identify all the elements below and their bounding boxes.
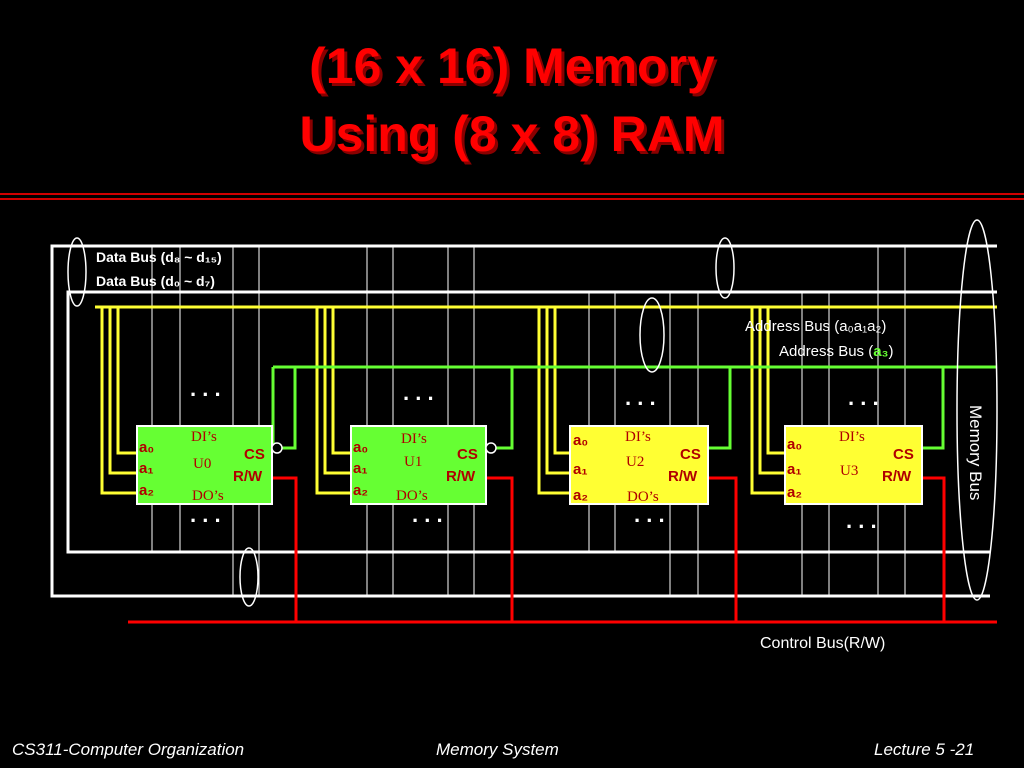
unit-label: U2 [626, 454, 644, 470]
rw-pin-label: R/W [233, 468, 263, 485]
unit-label: U3 [840, 463, 858, 479]
chip-u2-labels: a₀ a₁ a₂ DI’s U2 DO’s CS R/W [573, 429, 701, 505]
bus-crossing-markers [67, 219, 998, 607]
a1-pin-label: a₁ [787, 461, 802, 478]
cs-pin-label: CS [893, 446, 914, 463]
di-label: DI’s [191, 429, 217, 445]
chip-u0 [136, 425, 283, 505]
data-bus-low-label: Data Bus (d₀ ~ d₇) [96, 273, 215, 289]
ellipsis: . . . [625, 385, 656, 410]
rw-pin-label: R/W [882, 468, 912, 485]
cs-inverter-bubble [485, 442, 497, 454]
data-bus-high-label: Data Bus (d₈ ~ d₁₅) [96, 249, 222, 265]
di-label: DI’s [625, 429, 651, 445]
a1-pin-label: a₁ [573, 461, 588, 478]
chip-data-lines [151, 246, 906, 596]
address-bus-a3 [271, 365, 997, 450]
address-bus-a0a1a2-label: Address Bus (a₀a₁a₂) [745, 318, 886, 335]
slide-title-line-1: (16 x 16) Memory [309, 38, 715, 94]
a1-pin-label: a₁ [139, 460, 154, 477]
a0-pin-label: a₀ [573, 432, 588, 449]
do-label: DO’s [192, 488, 224, 504]
chip-u2 [569, 425, 709, 505]
footer-topic: Memory System [436, 740, 559, 759]
footer-course: CS311-Computer Organization [12, 740, 245, 759]
ellipsis: . . . [634, 502, 665, 527]
control-bus-label: Control Bus(R/W) [760, 635, 885, 652]
chip-u1 [350, 425, 497, 505]
data-bus-high [50, 244, 997, 598]
cs-pin-label: CS [680, 446, 701, 463]
do-label: DO’s [627, 489, 659, 505]
ellipsis: . . . [412, 502, 443, 527]
di-label: DI’s [401, 431, 427, 447]
a0-pin-label: a₀ [787, 436, 802, 453]
unit-label: U1 [404, 454, 422, 470]
memory-bus-label: Memory Bus [966, 405, 985, 500]
ellipsis: . . . [848, 385, 879, 410]
cs-pin-label: CS [457, 446, 478, 463]
address-bus-a3-label: Address Bus (a₃) [779, 343, 894, 360]
chip-u3 [784, 425, 923, 505]
a1-pin-label: a₁ [353, 460, 368, 477]
do-label: DO’s [396, 488, 428, 504]
a2-pin-label: a₂ [139, 482, 154, 499]
cs-pin-label: CS [244, 446, 265, 463]
slide-title-line-2: Using (8 x 8) RAM [299, 106, 725, 162]
rw-pin-label: R/W [668, 468, 698, 485]
a2-pin-label: a₂ [573, 487, 588, 504]
footer-lecture: Lecture 5 -21 [874, 740, 975, 759]
a0-pin-label: a₀ [139, 439, 154, 456]
di-label: DI’s [839, 429, 865, 445]
chip-u0-labels: a₀ a₁ a₂ DI’s U0 DO’s CS R/W [139, 429, 265, 504]
a2-pin-label: a₂ [353, 482, 368, 499]
a2-pin-label: a₂ [787, 484, 802, 501]
address-bus-a0a1a2 [95, 305, 997, 495]
ellipsis: . . . [846, 508, 877, 533]
ellipsis: . . . [403, 380, 434, 405]
title-rule-top [0, 193, 1024, 195]
ellipsis: . . . [190, 502, 221, 527]
unit-label: U0 [193, 456, 211, 472]
ellipsis: . . . [190, 376, 221, 401]
a0-pin-label: a₀ [353, 439, 368, 456]
control-bus [128, 476, 997, 624]
title-rule-bottom [0, 198, 1024, 200]
cs-inverter-bubble [271, 442, 283, 454]
chip-u3-labels: a₀ a₁ a₂ DI’s U3 CS R/W [787, 429, 914, 501]
data-bus-low [66, 290, 997, 554]
rw-pin-label: R/W [446, 468, 476, 485]
chip-u1-labels: a₀ a₁ a₂ DI’s U1 DO’s CS R/W [353, 431, 478, 504]
